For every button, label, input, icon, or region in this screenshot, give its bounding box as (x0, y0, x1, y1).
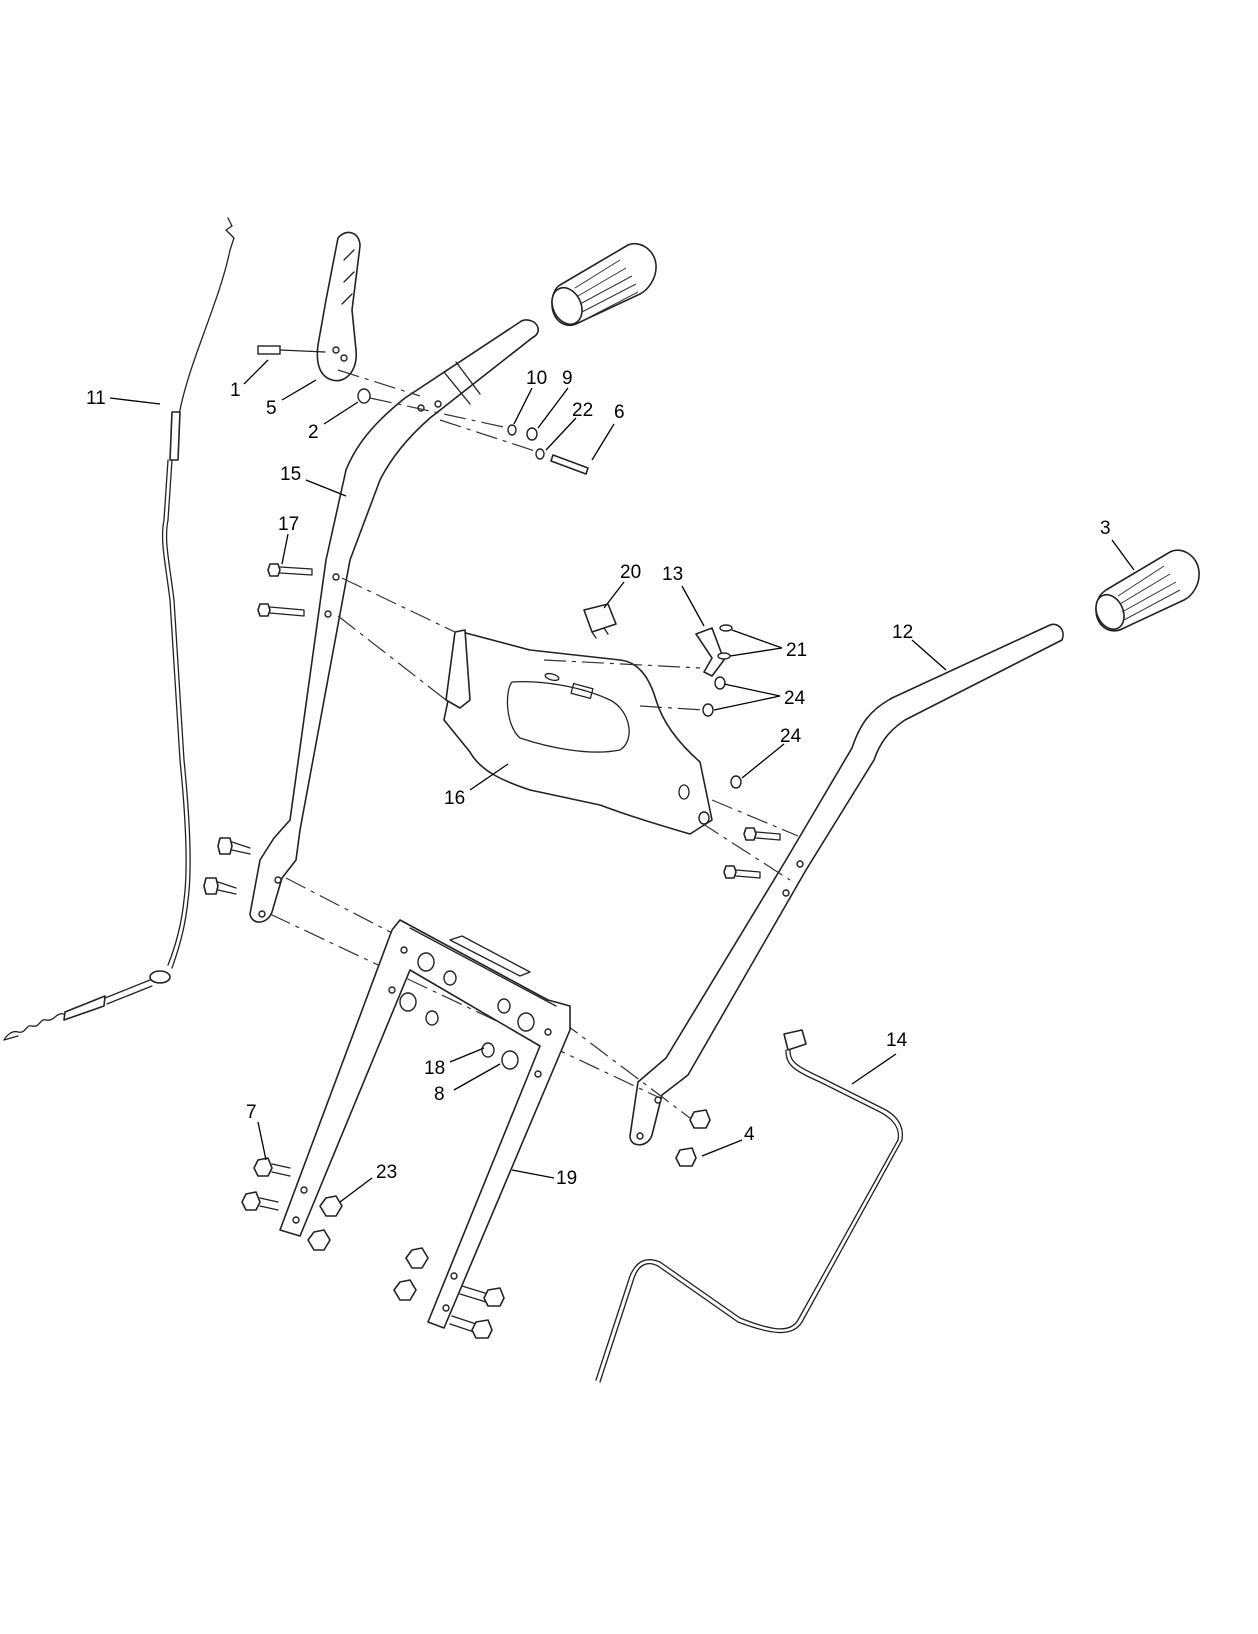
callout-23: 23 (376, 1162, 397, 1183)
pivot-hardware (357, 388, 589, 475)
callout-24-a: 24 (784, 688, 806, 709)
left-grip (551, 243, 657, 327)
callout-15: 15 (280, 464, 301, 485)
callout-20: 20 (620, 562, 641, 583)
right-grip (1095, 549, 1200, 632)
callout-4: 4 (744, 1124, 755, 1145)
callout-1: 1 (230, 380, 241, 401)
callout-5: 5 (266, 398, 277, 419)
callout-3: 3 (1100, 518, 1111, 539)
right-handle-tube (629, 623, 1064, 1146)
bracket-hardware (399, 952, 535, 1070)
callout-9: 9 (562, 368, 573, 389)
callout-11: 11 (86, 388, 106, 409)
callout-24-b: 24 (780, 726, 802, 747)
callout-21: 21 (786, 640, 807, 661)
callout-13: 13 (662, 564, 683, 585)
upright-bracket (279, 919, 571, 1329)
control-panel (443, 629, 713, 835)
callout-14: 14 (886, 1030, 908, 1051)
control-cable (3, 217, 235, 1041)
callout-6: 6 (614, 402, 625, 423)
callout-22: 22 (572, 400, 593, 421)
callout-19: 19 (556, 1168, 577, 1189)
callout-2: 2 (308, 422, 319, 443)
callout-10: 10 (526, 368, 547, 389)
left-handle-tube (249, 319, 539, 923)
callouts: 1 2 3 4 5 6 7 8 9 10 11 12 13 14 15 16 1 (86, 359, 1135, 1203)
callout-16: 16 (444, 788, 465, 809)
bolts (203, 563, 781, 1167)
callout-18: 18 (424, 1058, 445, 1079)
lower-fasteners (241, 1157, 505, 1339)
callout-8: 8 (434, 1084, 445, 1105)
callout-12: 12 (892, 622, 913, 643)
wire-harness (595, 1029, 904, 1383)
drive-lever (257, 231, 421, 397)
callout-17: 17 (278, 514, 299, 535)
callout-7: 7 (246, 1102, 257, 1123)
